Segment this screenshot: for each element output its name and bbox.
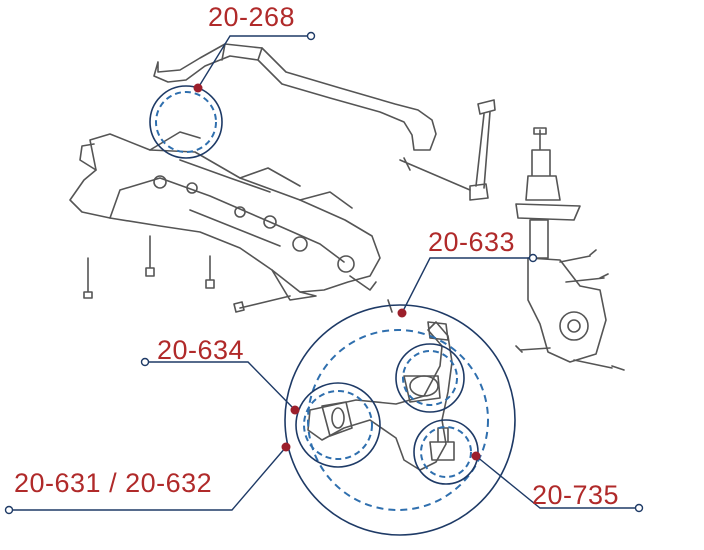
marker-dot: [281, 442, 291, 452]
leader-line-20-634: [148, 361, 296, 411]
leader-line-20-631: [12, 446, 287, 511]
callout-circle-stabilizer-bushing: [149, 85, 223, 159]
strut-assembly: [515, 129, 581, 259]
bolt: [83, 257, 93, 299]
leader-line-20-735: [475, 455, 636, 509]
marker-dot: [193, 83, 203, 93]
callout-circle-ball-joint: [413, 419, 479, 485]
bolt: [233, 295, 291, 313]
marker-dot: [290, 405, 300, 415]
subframe: [69, 133, 381, 293]
part-number-control-arm: 20-633: [428, 227, 516, 257]
callout-circle-control-arm: [284, 304, 516, 536]
stabilizer-bar: [153, 43, 437, 151]
leader-line-20-268: [197, 35, 308, 89]
bolt: [145, 235, 155, 277]
steering-knuckle: [527, 257, 607, 363]
part-number-stabilizer-bushing: 20-268: [208, 2, 296, 32]
marker-dot: [397, 308, 407, 318]
marker-dot: [471, 451, 481, 461]
part-number-rear-bushing: 20-631 / 20-632: [14, 468, 213, 498]
leader-line-20-633: [401, 257, 530, 314]
part-number-front-bushing: 20-634: [157, 335, 245, 365]
stabilizer-link: [469, 99, 496, 201]
callout-circle-front-bushing: [295, 382, 381, 468]
lower-control-arm: [307, 321, 453, 471]
bolt: [205, 255, 215, 289]
callout-circle-rear-bushing: [395, 343, 465, 413]
part-number-ball-joint: 20-735: [532, 480, 620, 510]
